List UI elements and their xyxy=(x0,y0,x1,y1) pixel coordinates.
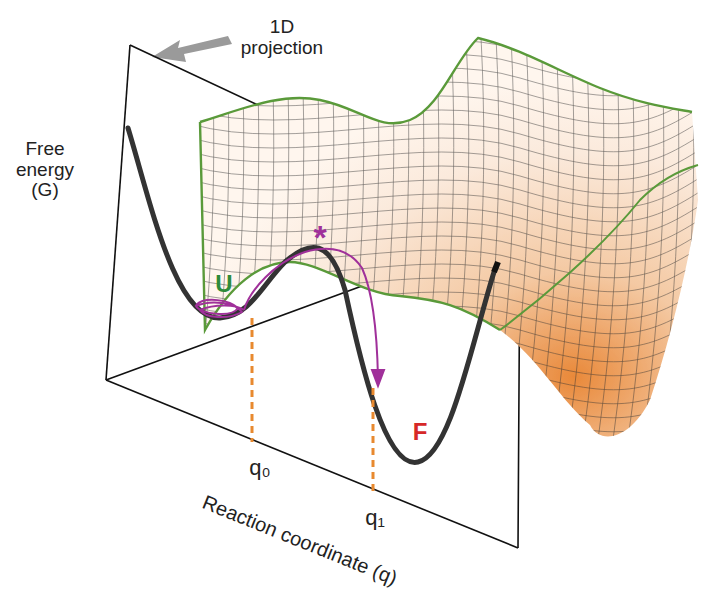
axis-label: Free energy (G) xyxy=(5,139,85,202)
free-energy-curve xyxy=(128,128,494,462)
projection-label: 1D projection xyxy=(227,17,337,59)
coordinate-value: q₁ xyxy=(365,506,385,530)
reaction-trajectory xyxy=(196,249,384,386)
projection-arrow xyxy=(152,36,232,62)
transition-state-mark: * xyxy=(313,219,326,256)
q0-drop-line xyxy=(251,318,254,442)
state-label: U xyxy=(215,271,232,297)
state-label: F xyxy=(413,419,428,445)
free-energy-surface xyxy=(175,20,704,474)
coordinate-value: q₀ xyxy=(249,456,270,480)
curve-end xyxy=(494,262,498,272)
q1-drop-line xyxy=(372,388,375,492)
